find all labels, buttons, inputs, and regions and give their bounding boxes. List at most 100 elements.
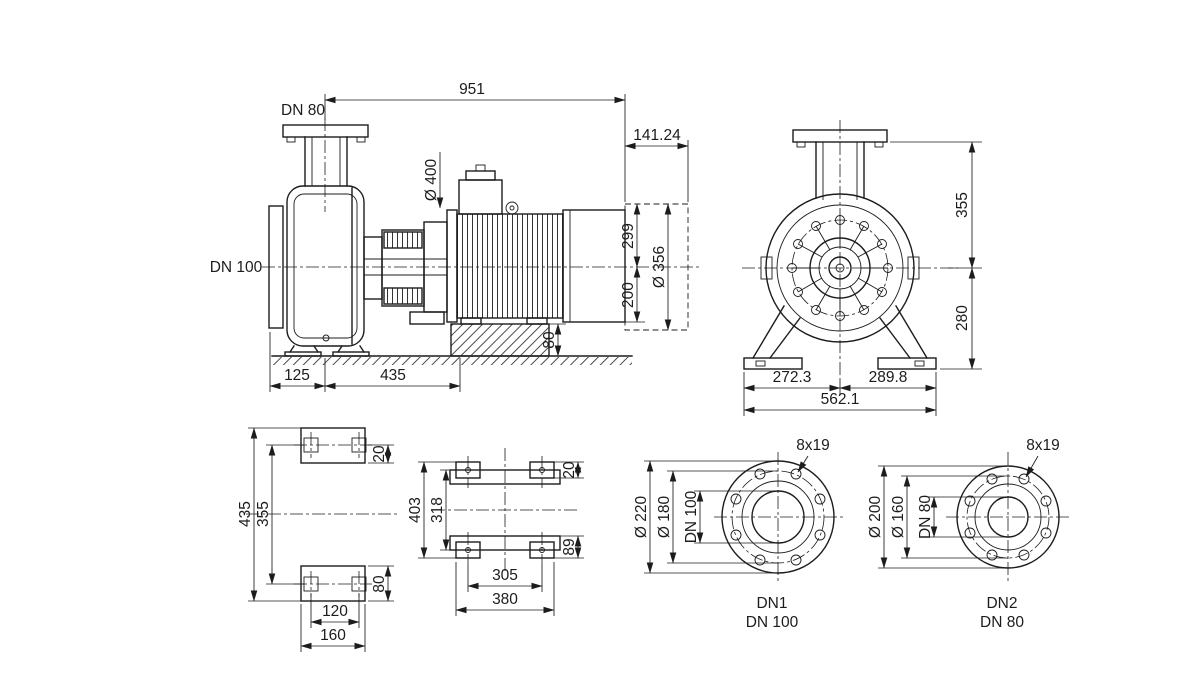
ext-lines-right [890,141,982,370]
dim-overall-length: 403 [407,497,424,523]
lifting-lug [505,201,519,215]
dim-foot-depth: 80 [371,575,388,593]
dim-half-left: 272.3 [773,369,812,386]
terminal-box-cap [465,170,496,181]
dim-half-right: 289.8 [869,369,908,386]
foundation-block [450,323,550,357]
dim-center-to-flange-top: 355 [954,192,971,218]
dim-center-to-top: 299 [620,223,637,249]
label-size: DN 100 [746,614,799,631]
dim-outer-diameter: Ø 220 [633,496,650,539]
foot-slot-right [914,360,925,367]
discharge-flange [282,124,369,138]
flange-bolt-left [286,136,296,143]
adapter [363,236,383,300]
raised-face [974,483,1042,551]
shaft-lines [364,258,447,276]
discharge-pipe [304,136,348,187]
bolt-holes [964,473,1052,561]
dim-pad-edge: 20 [561,461,578,479]
dim-nominal-bore: DN 100 [683,490,700,543]
hole-bottom-right [539,547,545,553]
callout-bolt-holes: 8x19 [796,437,830,454]
motor-foot-left [460,317,482,325]
foot-plate-right [877,357,937,370]
top-flange [792,129,888,143]
dim-overall-length: 435 [237,501,254,527]
shaft-center [835,263,845,273]
support-pedestal [409,311,445,325]
dim-pad-edge: 20 [371,445,388,463]
dim-hole-spacing: 318 [429,497,446,523]
discharge-pipe-inner [311,137,341,186]
label-suction-flange: DN 100 [210,259,263,276]
side-lug-left [760,256,773,280]
crosshair [714,452,844,582]
hole-top-left [465,467,471,473]
ext-lines [644,460,779,574]
discharge-nozzle-inner [822,142,858,200]
rail-top [449,469,561,485]
label-port: DN2 [986,595,1017,612]
dim-foot-width: 380 [492,591,518,608]
rail-bottom [449,535,561,551]
bolt-holes [730,468,826,566]
fan-cover [562,209,626,323]
dim-overall-width: 562.1 [821,391,860,408]
ext-lines-left [248,427,304,602]
foot-plate-left [743,357,803,370]
flange-dn2-view: 8x19 Ø 200 Ø 160 DN 80 DN2 DN 80 [867,437,1072,631]
bolt-leader [1025,455,1039,478]
ext-lines-bottom [300,594,366,652]
dim-center-to-base: 200 [620,282,637,308]
foot-slot-left [755,360,766,367]
ext-lines-bottom [455,562,555,616]
ext-lines-top [324,94,689,202]
foot-bottom [300,565,366,602]
pad-top-centerlines [467,456,543,488]
top-flange-bolt-left [796,141,806,148]
dim-hole-width: 305 [492,567,518,584]
dim-motor-envelope-diameter: Ø 400 [423,159,440,202]
pad-bottom-centerlines [467,532,543,564]
foot-bottom-centerlines [294,571,372,597]
dim-foot-depth: 89 [561,538,578,555]
discharge-nozzle [815,141,865,199]
motor-body-fins [456,213,564,319]
side-view: 951 141.24 DN 80 DN 100 Ø 400 299 200 Ø … [210,81,700,392]
coupling-guard-bottom [383,287,423,305]
front-view: 355 280 272.3 289.8 562.1 [742,120,982,416]
coupling-guard-top [383,231,423,249]
raised-face [741,480,815,554]
dim-nominal-bore: DN 80 [917,495,934,539]
dim-center-to-foot: 280 [954,305,971,331]
pump-casing-inner [293,193,358,339]
motor-feet-view: 403 318 20 89 305 380 [407,448,584,616]
callout-bolt-holes: 8x19 [1026,437,1060,454]
top-flange-bolt-right [874,141,884,148]
label-port: DN1 [756,595,787,612]
motor-foot-right [526,317,548,325]
dim-outer-diameter: Ø 200 [867,496,884,539]
foot-top [300,427,366,464]
dim-foot-width: 160 [320,627,346,644]
pump-feet-view: 435 355 20 80 120 160 [237,427,398,652]
ground-hatch [272,357,632,365]
hole-top-right [539,467,545,473]
terminal-box-knob [475,164,486,172]
drain-plug [322,334,330,342]
pump-foot-legs [289,345,365,353]
flange-bolt-right [356,136,366,143]
dim-base-height: 80 [541,331,558,349]
bolt-leader [797,455,809,473]
label-size: DN 80 [980,614,1024,631]
casing-outer [765,193,915,343]
support-legs [752,305,928,359]
label-discharge-flange: DN 80 [281,102,325,119]
dim-motor-diameter: Ø 356 [651,246,668,288]
motor-envelope-dashed [624,203,689,331]
ext-lines [878,465,1009,569]
shaft-boss [828,256,852,280]
